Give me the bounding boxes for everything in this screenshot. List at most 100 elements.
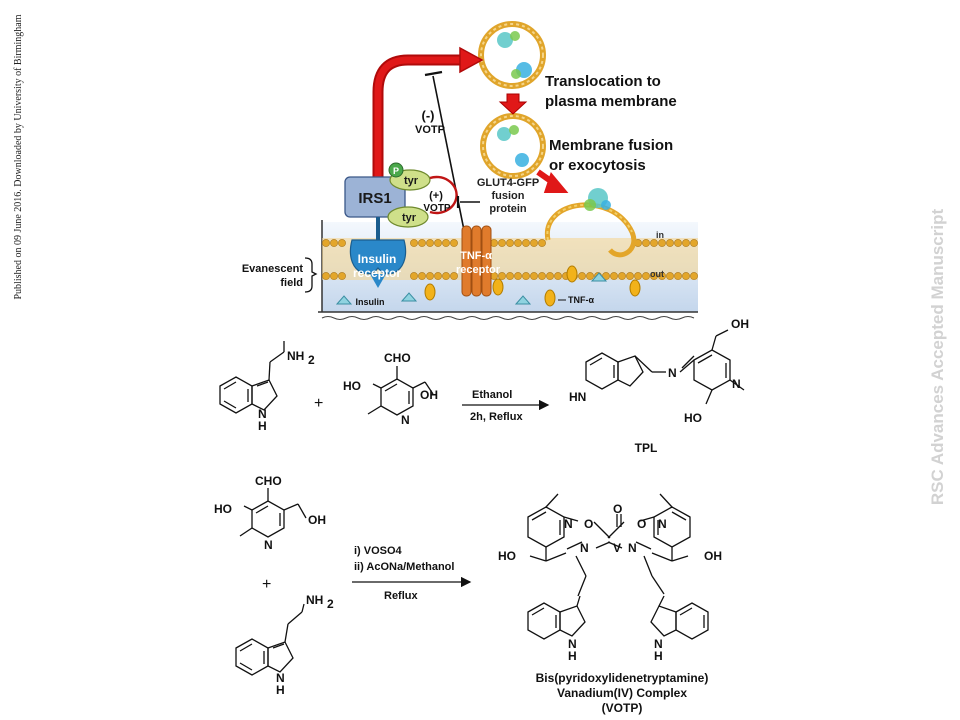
lipid-head bbox=[682, 272, 690, 280]
scheme-1-labels: NH 2 N H + CHO HO OH N Ethanol 2h, Reflu… bbox=[258, 317, 749, 455]
votp-product-label-2: Vanadium(IV) Complex bbox=[557, 686, 687, 700]
evanescent-label-2: field bbox=[280, 277, 303, 289]
lipid-head bbox=[690, 239, 698, 247]
tryptamine-nh2-sub-1: 2 bbox=[308, 353, 315, 367]
votp-indole-h-left: H bbox=[568, 649, 577, 663]
fusion-label-1: Membrane fusion bbox=[549, 137, 673, 154]
glut4-vesicle-middle bbox=[480, 113, 546, 179]
lipid-head bbox=[506, 239, 514, 247]
pyridoxal-cho-2: CHO bbox=[255, 474, 282, 488]
tryptamine-nh2-1: NH bbox=[287, 349, 304, 363]
tryptamine-structure-1 bbox=[219, 341, 285, 414]
lipid-head bbox=[674, 272, 682, 280]
tnf-receptor bbox=[461, 225, 492, 297]
pyridoxal-oh-2: OH bbox=[308, 513, 326, 527]
tryptamine-nh2-2: NH bbox=[306, 593, 323, 607]
pyridoxal-n-1: N bbox=[401, 413, 410, 427]
translocation-arrow bbox=[498, 93, 528, 115]
indole-h-1: H bbox=[258, 419, 267, 433]
scheme-2-labels: CHO HO OH N + NH 2 N H i) VOSO4 ii) AcON… bbox=[214, 474, 722, 715]
lipid-head bbox=[450, 272, 458, 280]
lipid-head bbox=[338, 272, 346, 280]
lipid-head bbox=[682, 239, 690, 247]
phospho-label: P bbox=[393, 166, 399, 176]
votp-pyridine-n-right: N bbox=[658, 517, 667, 531]
lipid-head bbox=[578, 272, 586, 280]
lipid-head bbox=[674, 239, 682, 247]
tnf-receptor-label-1: TNF-α bbox=[460, 250, 492, 262]
votp-o-left: O bbox=[584, 517, 593, 531]
pyridoxal-oh-1: OH bbox=[420, 388, 438, 402]
votp-plus-label: VOTP bbox=[423, 203, 451, 214]
out-label: out bbox=[650, 269, 664, 279]
phospho-badge bbox=[388, 162, 404, 178]
votp-indole-n-left: N bbox=[568, 637, 577, 651]
lipid-head bbox=[538, 239, 546, 247]
tpl-hn: HN bbox=[569, 390, 586, 404]
gfp-cluster-fusion bbox=[584, 188, 611, 211]
glut4-vesicle-top bbox=[478, 21, 546, 89]
votp-structure bbox=[527, 493, 709, 640]
glut4-label-1: GLUT4-GFP bbox=[477, 177, 539, 189]
insulin-receptor-label-2: receptor bbox=[353, 266, 401, 280]
tpl-product-label: TPL bbox=[635, 441, 658, 455]
irs1-label: IRS1 bbox=[358, 190, 391, 207]
plus-scheme-1: + bbox=[314, 395, 323, 412]
glut4-label-3: protein bbox=[489, 203, 527, 215]
fusion-label-2: or exocytosis bbox=[549, 157, 646, 174]
minus-sign: (-) bbox=[422, 108, 435, 123]
pyridoxal-ho-2: HO bbox=[214, 502, 232, 516]
irs1-box bbox=[344, 176, 406, 218]
votp-product-label-3: (VOTP) bbox=[602, 701, 643, 715]
indole-n-2: N bbox=[276, 671, 285, 685]
tnf-ligands bbox=[424, 265, 641, 307]
scheme-2 bbox=[235, 488, 709, 676]
lipid-head bbox=[418, 239, 426, 247]
translocation-label-2: plasma membrane bbox=[545, 93, 677, 110]
plus-sign: (+) bbox=[429, 190, 443, 202]
lipid-head bbox=[642, 239, 650, 247]
scheme-1 bbox=[219, 329, 745, 416]
votp-product-label-1: Bis(pyridoxylidenetryptamine) bbox=[536, 671, 709, 685]
lipid-head bbox=[450, 239, 458, 247]
lipid-head bbox=[530, 272, 538, 280]
lipid-head bbox=[658, 272, 666, 280]
lipid-head bbox=[426, 239, 434, 247]
evanescent-label-1: Evanescent bbox=[242, 263, 303, 275]
votp-indole-h-right: H bbox=[654, 649, 663, 663]
lipid-head bbox=[498, 239, 506, 247]
pyridoxal-ho-1: HO bbox=[343, 379, 361, 393]
lipid-head bbox=[442, 239, 450, 247]
lipid-head bbox=[610, 272, 618, 280]
tyr-bottom-label: tyr bbox=[402, 212, 417, 224]
tnf-receptor-label-2: receptor bbox=[456, 264, 501, 276]
tpl-imine-n: N bbox=[668, 366, 677, 380]
votp-minus-label: VOTP bbox=[415, 124, 445, 136]
fusion-arrow bbox=[536, 169, 569, 193]
lipid-head bbox=[690, 272, 698, 280]
indole-h-2: H bbox=[276, 683, 285, 697]
lipid-head bbox=[442, 272, 450, 280]
lipid-head bbox=[538, 272, 546, 280]
insulin-ligands bbox=[335, 272, 608, 305]
insulin-receptor bbox=[349, 217, 407, 288]
lipid-head bbox=[650, 239, 658, 247]
tryptamine-structure-2 bbox=[235, 603, 305, 676]
lipid-head bbox=[322, 239, 330, 247]
conditions-reflux-1: 2h, Reflux bbox=[470, 411, 523, 423]
lipid-head bbox=[666, 239, 674, 247]
tpl-structure bbox=[585, 329, 745, 405]
reagent-voso4: i) VOSO4 bbox=[354, 545, 403, 557]
votp-indole-n-right: N bbox=[654, 637, 663, 651]
lipid-head bbox=[418, 272, 426, 280]
tpl-pyridine-n: N bbox=[732, 377, 741, 391]
evanescent-brace bbox=[304, 257, 318, 293]
pyridoxal-structure-2 bbox=[239, 488, 307, 538]
lipid-head bbox=[426, 272, 434, 280]
lipid-head bbox=[410, 239, 418, 247]
votp-oh-right: OH bbox=[704, 549, 722, 563]
glut4-label-2: fusion bbox=[492, 190, 525, 202]
lipid-head bbox=[658, 239, 666, 247]
lipid-head bbox=[522, 272, 530, 280]
